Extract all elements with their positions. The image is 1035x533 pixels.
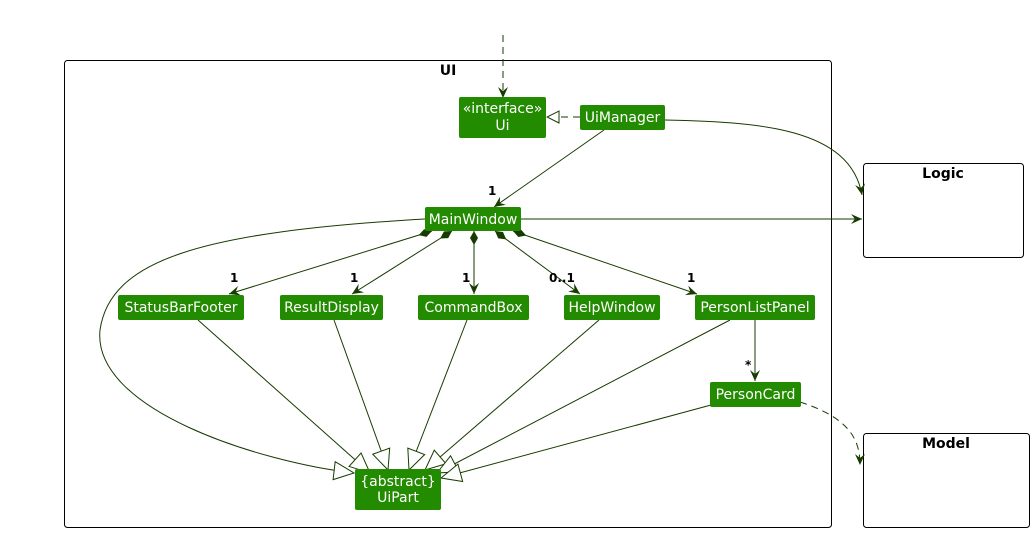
class-personlistpanel-name: PersonListPanel (700, 300, 809, 316)
class-statusbarfooter-name: StatusBarFooter (124, 300, 237, 316)
edge-uimanager-to-logic (664, 119, 865, 196)
package-ui: UI (64, 60, 832, 528)
multiplicity-personlistpanel: 1 (687, 271, 695, 285)
package-logic-frame (863, 163, 1024, 258)
class-personlistpanel[interactable]: PersonListPanel (695, 295, 815, 320)
class-statusbarfooter[interactable]: StatusBarFooter (118, 295, 244, 320)
class-personcard[interactable]: PersonCard (710, 382, 801, 407)
class-uimanager-name: UiManager (585, 110, 661, 126)
package-model: Model (863, 433, 1030, 528)
class-resultdisplay[interactable]: ResultDisplay (280, 295, 383, 320)
multiplicity-personcard: * (745, 358, 752, 372)
edge-statusbarfooter-extends-uipart (197, 319, 370, 473)
edge-uimanager-to-mainwindow (493, 129, 605, 208)
edge-personlistpanel-extends-uipart (437, 319, 731, 473)
class-mainwindow[interactable]: MainWindow (425, 207, 521, 231)
class-helpwindow-name: HelpWindow (568, 300, 655, 316)
class-ui-name: Ui (495, 118, 509, 134)
edge-personcard-extends-uipart (441, 404, 712, 478)
multiplicity-statusbarfooter: 1 (230, 271, 238, 285)
class-ui-interface[interactable]: «interface» Ui (459, 97, 546, 138)
package-ui-frame (64, 60, 832, 528)
package-ui-title: UI (440, 63, 457, 79)
edge-mainwindow-extends-uipart (99, 218, 426, 473)
class-commandbox[interactable]: CommandBox (418, 295, 529, 320)
edge-helpwindow-extends-uipart (425, 319, 600, 470)
class-uipart-stereotype: {abstract} (360, 474, 436, 490)
class-mainwindow-name: MainWindow (429, 212, 518, 228)
class-resultdisplay-name: ResultDisplay (284, 300, 379, 316)
package-logic: Logic (863, 163, 1024, 258)
edge-personcard-to-model (799, 401, 865, 466)
class-personcard-name: PersonCard (716, 387, 796, 403)
edge-mainwindow-to-personlistpanel (512, 229, 698, 296)
edge-commandbox-extends-uipart (409, 319, 468, 470)
package-logic-title: Logic (922, 166, 964, 182)
multiplicity-helpwindow: 0..1 (549, 271, 575, 285)
package-model-frame (863, 433, 1030, 528)
class-uimanager[interactable]: UiManager (580, 105, 665, 130)
class-commandbox-name: CommandBox (425, 300, 523, 316)
edge-mainwindow-to-resultdisplay (351, 230, 453, 295)
multiplicity-commandbox: 1 (462, 271, 470, 285)
package-model-title: Model (922, 436, 970, 452)
class-helpwindow[interactable]: HelpWindow (564, 295, 660, 320)
multiplicity-resultdisplay: 1 (350, 271, 358, 285)
class-uipart-name: UiPart (377, 490, 419, 506)
class-uipart[interactable]: {abstract} UiPart (355, 469, 441, 510)
multiplicity-uimanager-mainwindow: 1 (488, 184, 496, 198)
class-ui-stereotype: «interface» (463, 101, 543, 117)
edge-resultdisplay-extends-uipart (333, 319, 388, 470)
